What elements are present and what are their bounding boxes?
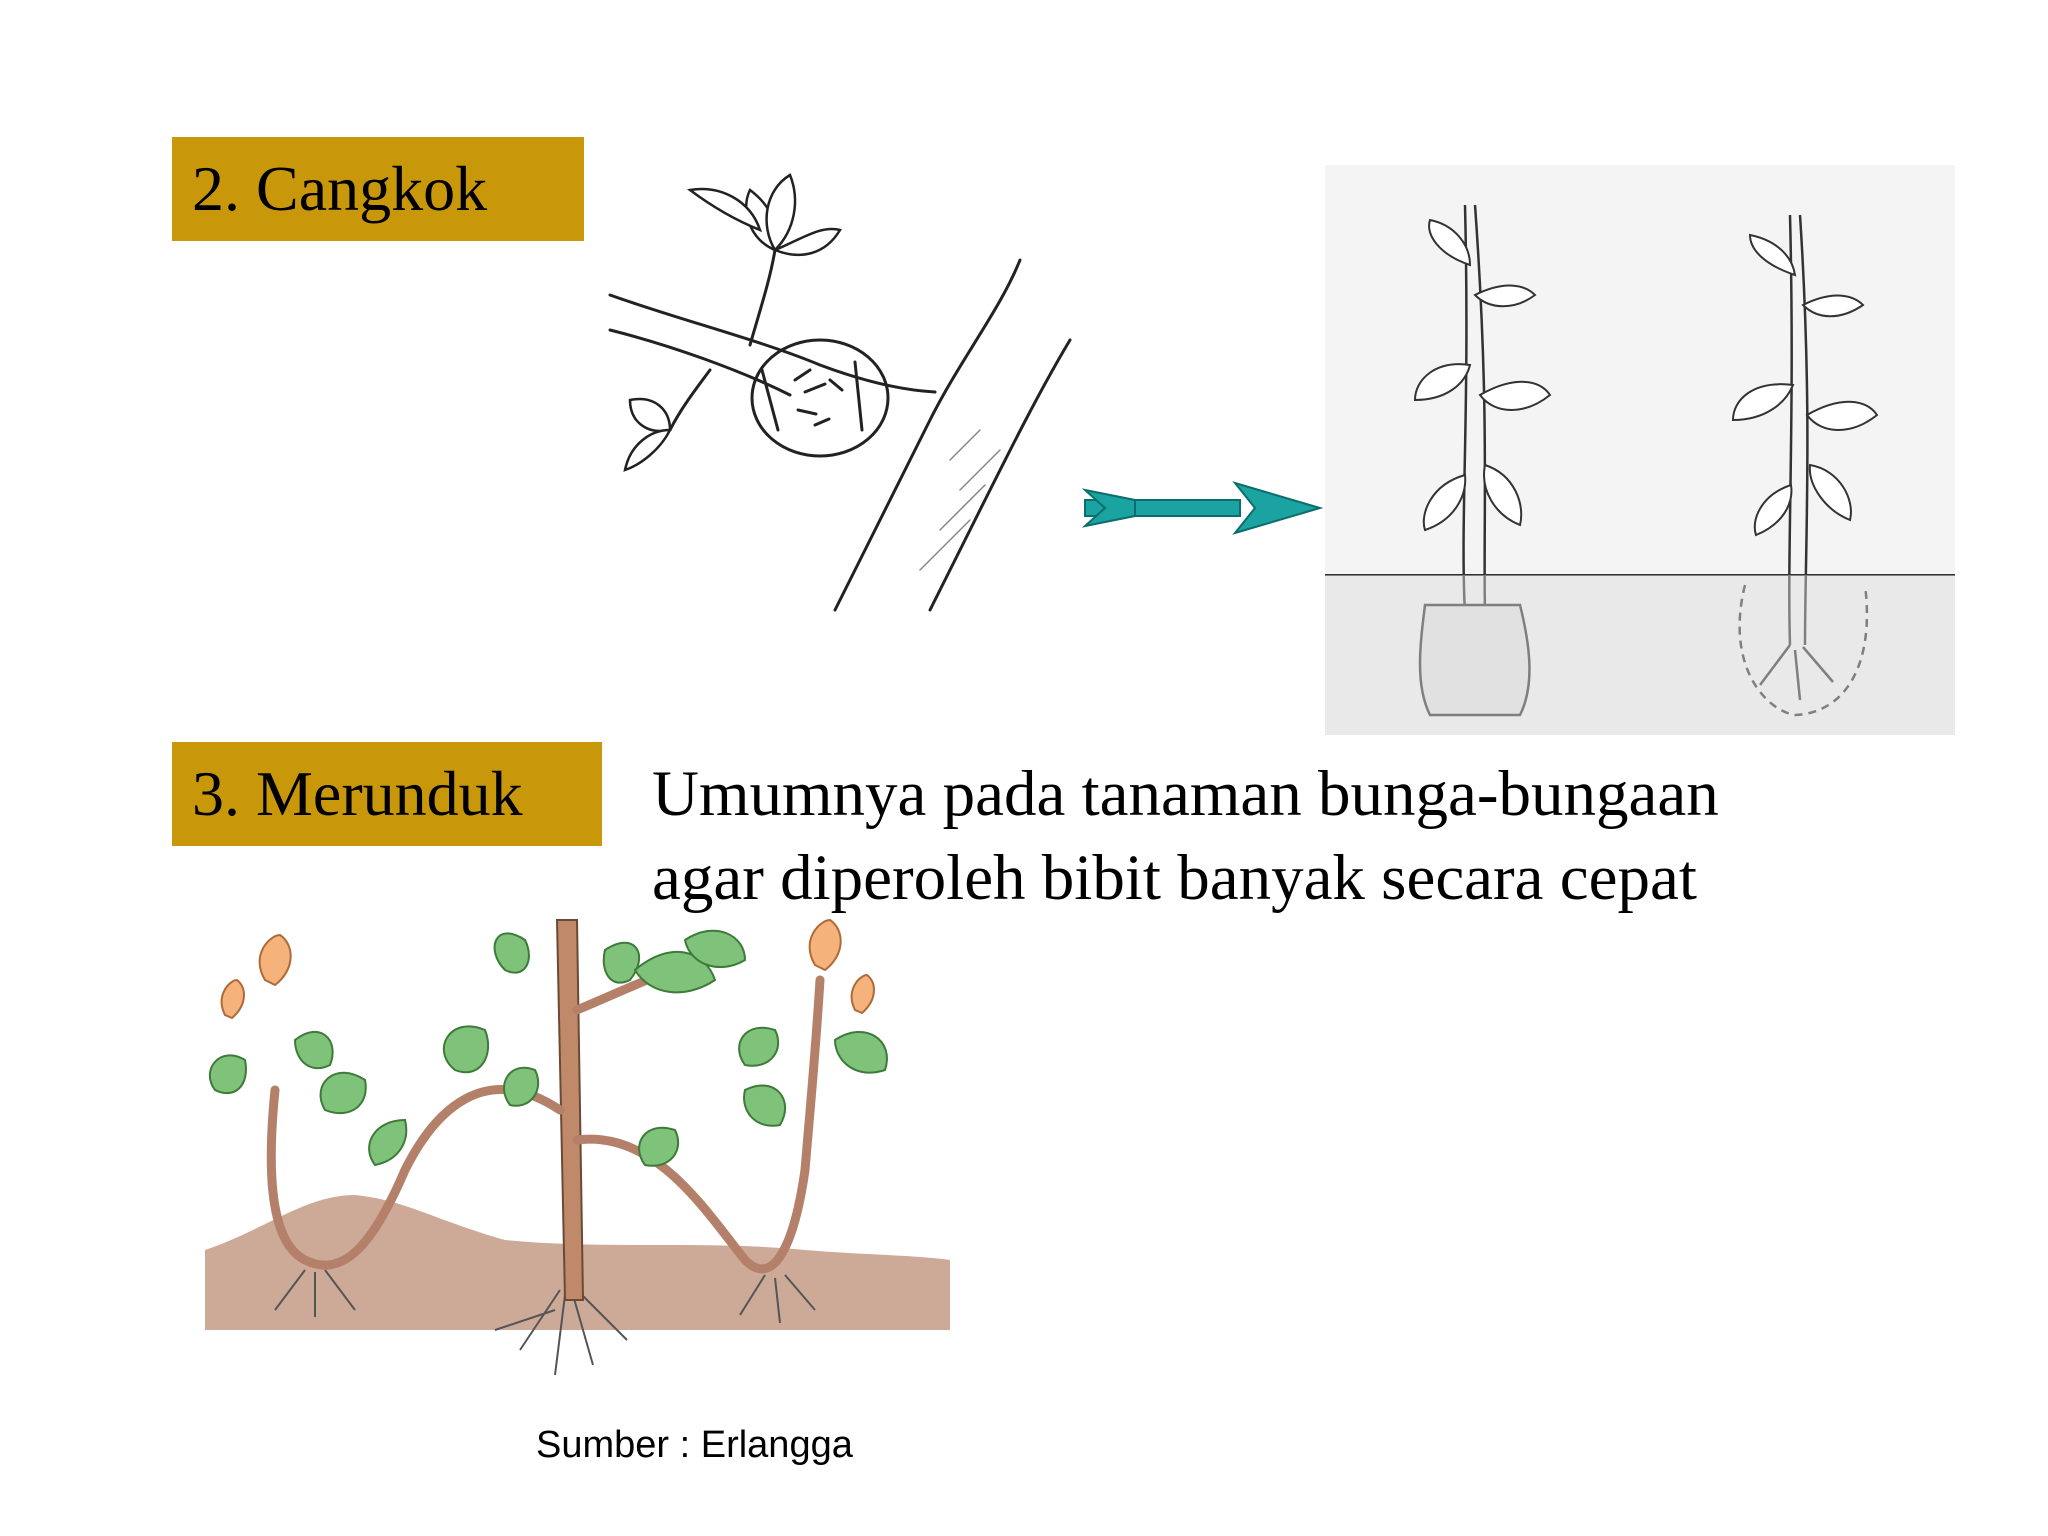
seedlings-illustration [1325, 165, 1955, 735]
merunduk-heading-text: 3. Merunduk [192, 758, 523, 829]
cangkok-heading: 2. Cangkok [172, 137, 584, 241]
cangkok-heading-text: 2. Cangkok [192, 153, 488, 224]
description-line-2: agar diperoleh bibit banyak secara cepat [652, 842, 1697, 914]
merunduk-description: Umumnya pada tanaman bunga-bungaan agar … [652, 752, 1952, 920]
right-arrow-icon [1081, 481, 1324, 535]
source-credit: Sumber : Erlangga [536, 1424, 853, 1466]
cangkok-illustration [608, 173, 1072, 612]
description-line-1: Umumnya pada tanaman bunga-bungaan [652, 758, 1719, 830]
merunduk-heading: 3. Merunduk [172, 742, 602, 846]
merunduk-illustration [205, 918, 950, 1376]
